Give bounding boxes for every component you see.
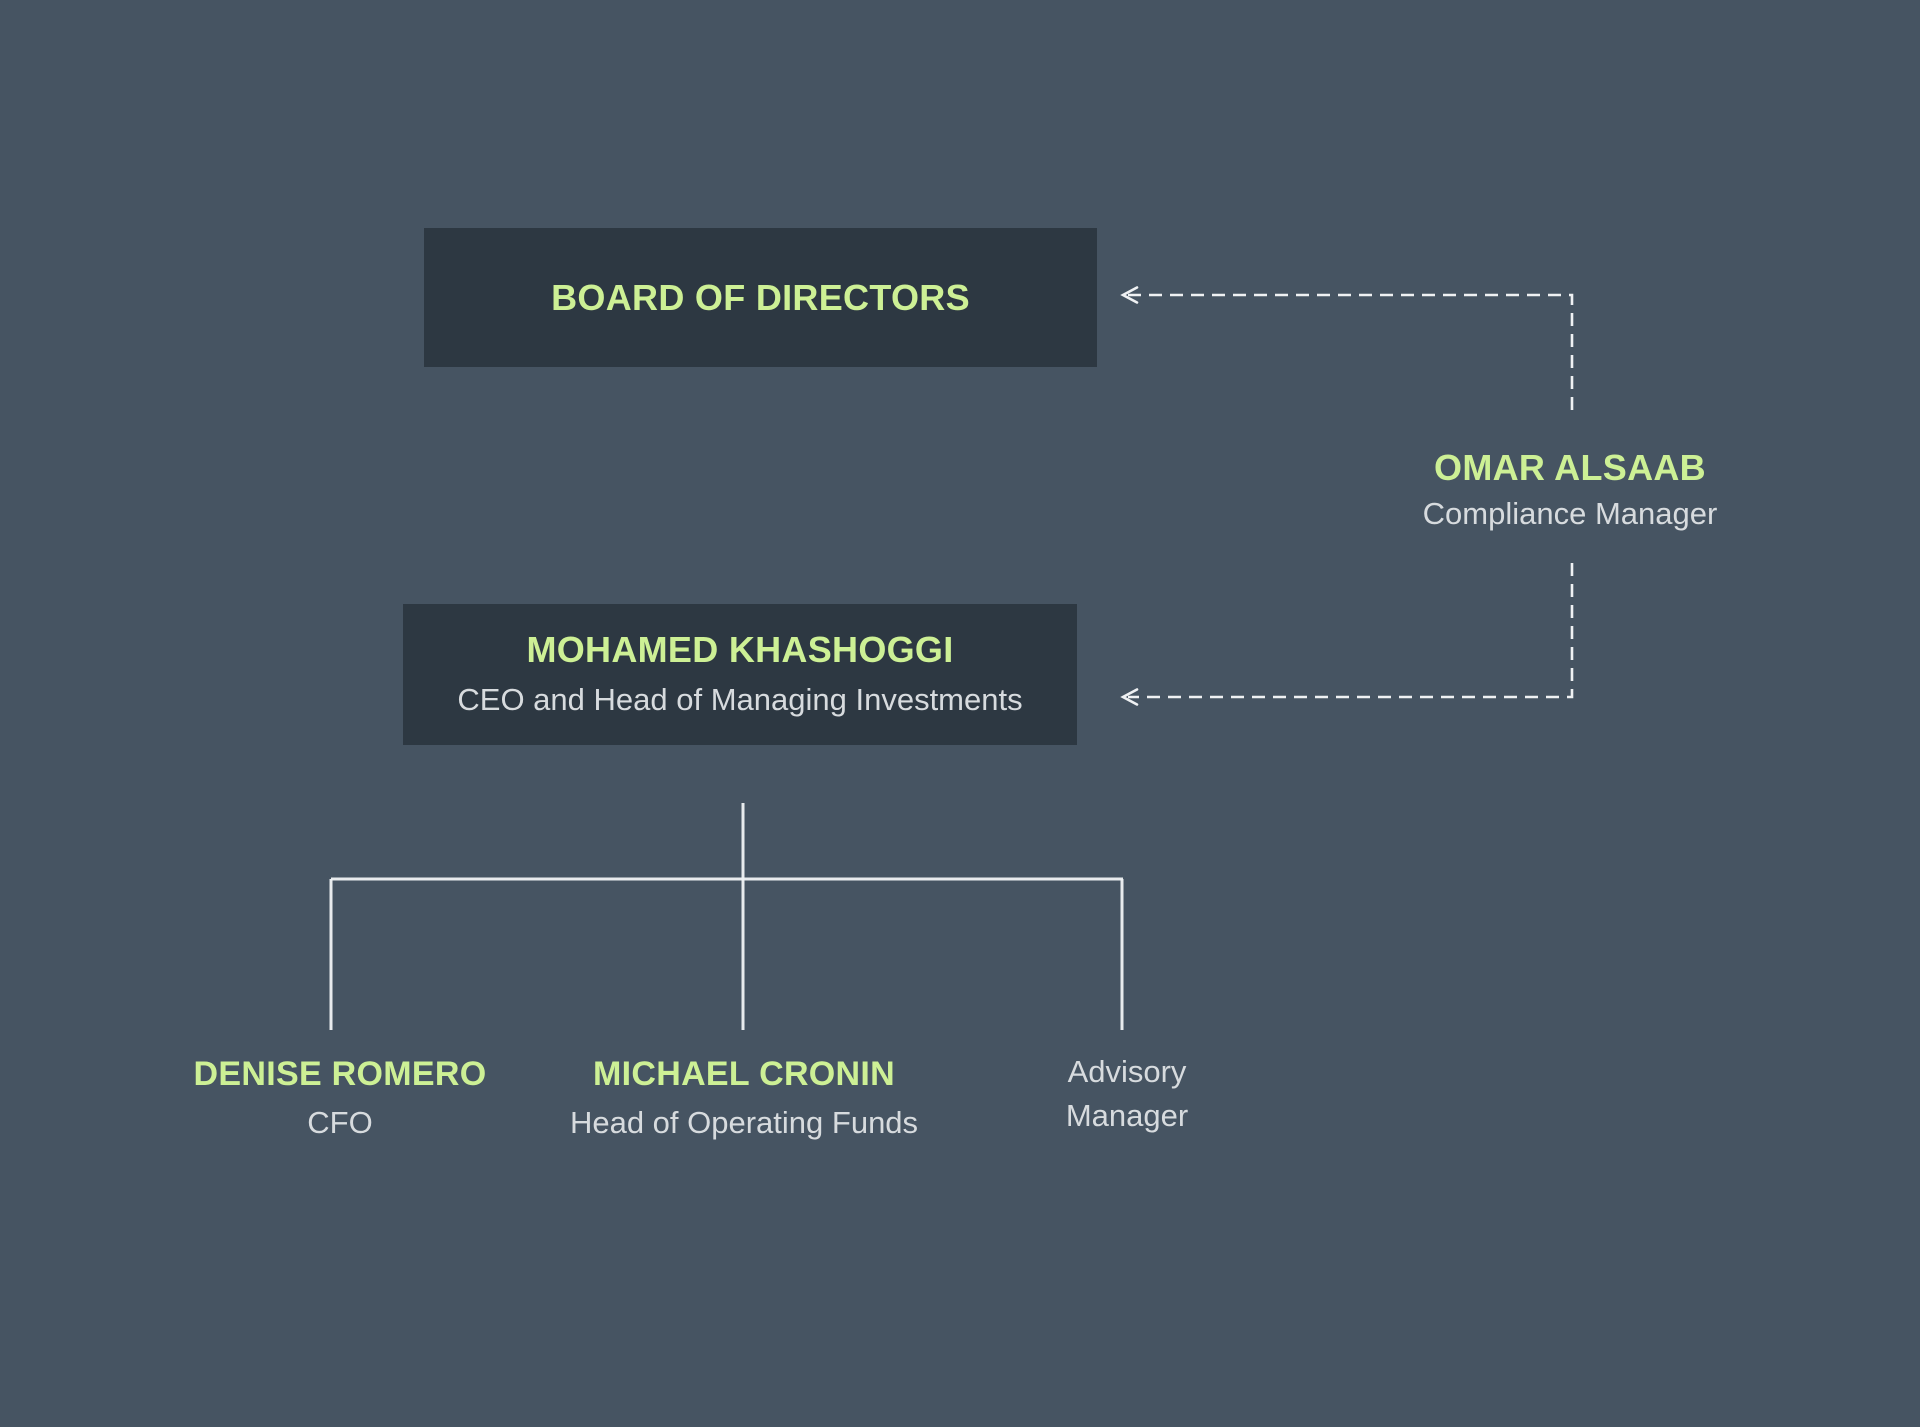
operating-funds-title: Head of Operating Funds	[569, 1104, 919, 1140]
advisory-manager-title: Advisory Manager	[1065, 1054, 1189, 1133]
dashed-connector-to-board	[1128, 293, 1574, 410]
operating-funds-name: MICHAEL CRONIN	[592, 1055, 896, 1093]
node-board-of-directors: BOARD OF DIRECTORS	[424, 228, 1097, 367]
cfo-name: DENISE ROMERO	[193, 1055, 487, 1093]
node-ceo: MOHAMED KHASHOGGI CEO and Head of Managi…	[403, 604, 1077, 745]
cfo-title: CFO	[307, 1104, 373, 1140]
dashed-connector-to-ceo	[1128, 563, 1574, 699]
arrowhead-to-board-icon	[1120, 286, 1139, 304]
node-cfo: DENISE ROMERO CFO	[193, 1055, 487, 1140]
compliance-name: OMAR ALSAAB	[1434, 447, 1706, 488]
node-compliance-manager: OMAR ALSAAB Compliance Manager	[1423, 449, 1718, 531]
node-head-of-operating-funds: MICHAEL CRONIN Head of Operating Funds	[569, 1055, 919, 1140]
node-advisory-manager: Advisory Manager	[1040, 1050, 1215, 1138]
board-label: BOARD OF DIRECTORS	[551, 276, 970, 318]
arrowhead-to-ceo-icon	[1120, 688, 1139, 706]
ceo-title: CEO and Head of Managing Investments	[457, 682, 1023, 718]
compliance-title: Compliance Manager	[1422, 495, 1718, 531]
ceo-name: MOHAMED KHASHOGGI	[526, 629, 954, 671]
